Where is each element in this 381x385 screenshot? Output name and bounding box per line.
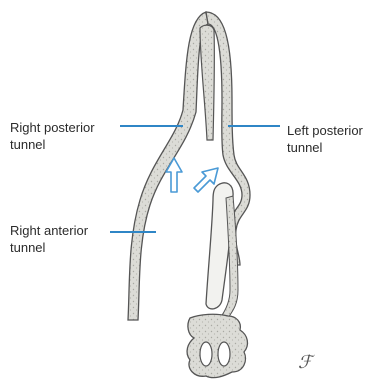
artist-signature: ℱ [298,352,312,373]
label-left-posterior-line2: tunnel [287,139,363,156]
label-right-posterior-line2: tunnel [10,136,95,153]
label-right-posterior-tunnel: Right posterior tunnel [10,119,95,153]
base-plate [187,314,247,377]
label-left-posterior-line1: Left posterior [287,122,363,139]
left-outer-limb [128,12,208,320]
diagonal-arrow-icon [194,168,218,192]
base-hole-right [218,342,230,366]
label-right-anterior-tunnel: Right anterior tunnel [10,222,88,256]
label-right-anterior-line1: Right anterior [10,222,88,239]
label-left-posterior-tunnel: Left posterior tunnel [287,122,363,156]
base-hole-left [200,342,212,366]
central-septum [200,25,214,140]
label-right-anterior-line2: tunnel [10,239,88,256]
label-right-posterior-line1: Right posterior [10,119,95,136]
